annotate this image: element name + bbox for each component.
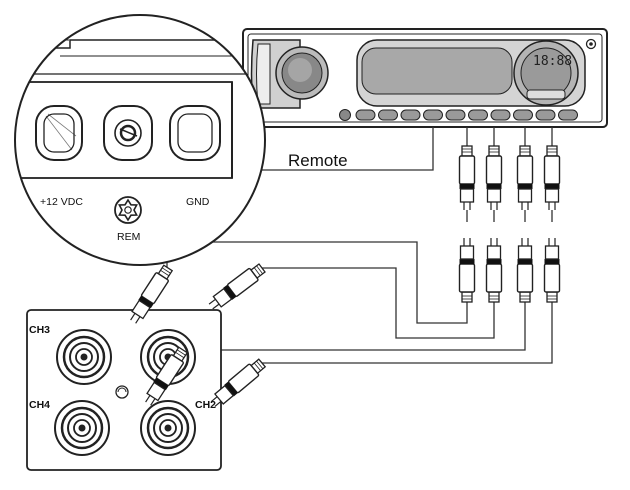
preset-button <box>400 109 421 121</box>
volume-knob-icon <box>275 46 329 100</box>
preset-button <box>535 109 556 121</box>
head-unit: 18:88 <box>242 28 608 128</box>
power-label: +12 VDC <box>40 196 83 208</box>
ch4-label: CH4 <box>29 399 50 411</box>
preset-button <box>468 109 488 121</box>
ground-label: GND <box>186 196 210 208</box>
lcd-display: 18:88 <box>513 40 579 106</box>
preset-buttons <box>355 109 578 121</box>
rca-plug-icon <box>485 237 503 303</box>
preset-button <box>355 109 376 121</box>
cable-ch4 <box>183 302 526 351</box>
rca-plug-icon <box>516 237 534 303</box>
preset-button <box>513 109 533 121</box>
ch2-label: CH2 <box>195 399 216 411</box>
rca-plug-icon <box>543 237 561 303</box>
ch3-label: CH3 <box>29 324 50 336</box>
preset-button <box>490 109 511 121</box>
rca-plug-icon <box>458 145 476 211</box>
rca-plug-icon <box>458 237 476 303</box>
display-window <box>361 47 513 95</box>
rca-plugs-lower <box>458 237 561 303</box>
display-readout: 18:88 <box>533 54 572 69</box>
rem-terminal-icon <box>103 105 153 161</box>
ground-terminal-icon <box>169 105 221 161</box>
small-button <box>339 109 351 121</box>
rca-jack-ch3-icon <box>55 328 113 386</box>
rca-plugs-upper <box>458 145 561 211</box>
rem-label: REM <box>117 231 140 243</box>
amplifier-input-panel: CH3 CH4 CH2 <box>26 309 222 471</box>
rca-plug-icon <box>485 145 503 211</box>
rca-jack-ch4-icon <box>53 399 111 457</box>
cable-ch2 <box>262 302 553 364</box>
preset-button <box>558 109 578 121</box>
rca-plug-icon <box>205 261 268 314</box>
rca-jack-ch2-icon <box>139 399 197 457</box>
terminal-detail-callout: +12 VDC GND REM <box>14 14 266 266</box>
preset-button <box>378 109 398 121</box>
rca-plug-icon <box>543 145 561 211</box>
torx-screw-icon <box>114 196 142 224</box>
power-terminal-icon <box>35 105 83 161</box>
cable-ch1 <box>262 267 495 339</box>
power-button-icon <box>585 38 597 50</box>
remote-label: Remote <box>288 151 348 170</box>
preset-button <box>423 109 443 121</box>
rca-plug-icon <box>516 145 534 211</box>
preset-button <box>445 109 466 121</box>
